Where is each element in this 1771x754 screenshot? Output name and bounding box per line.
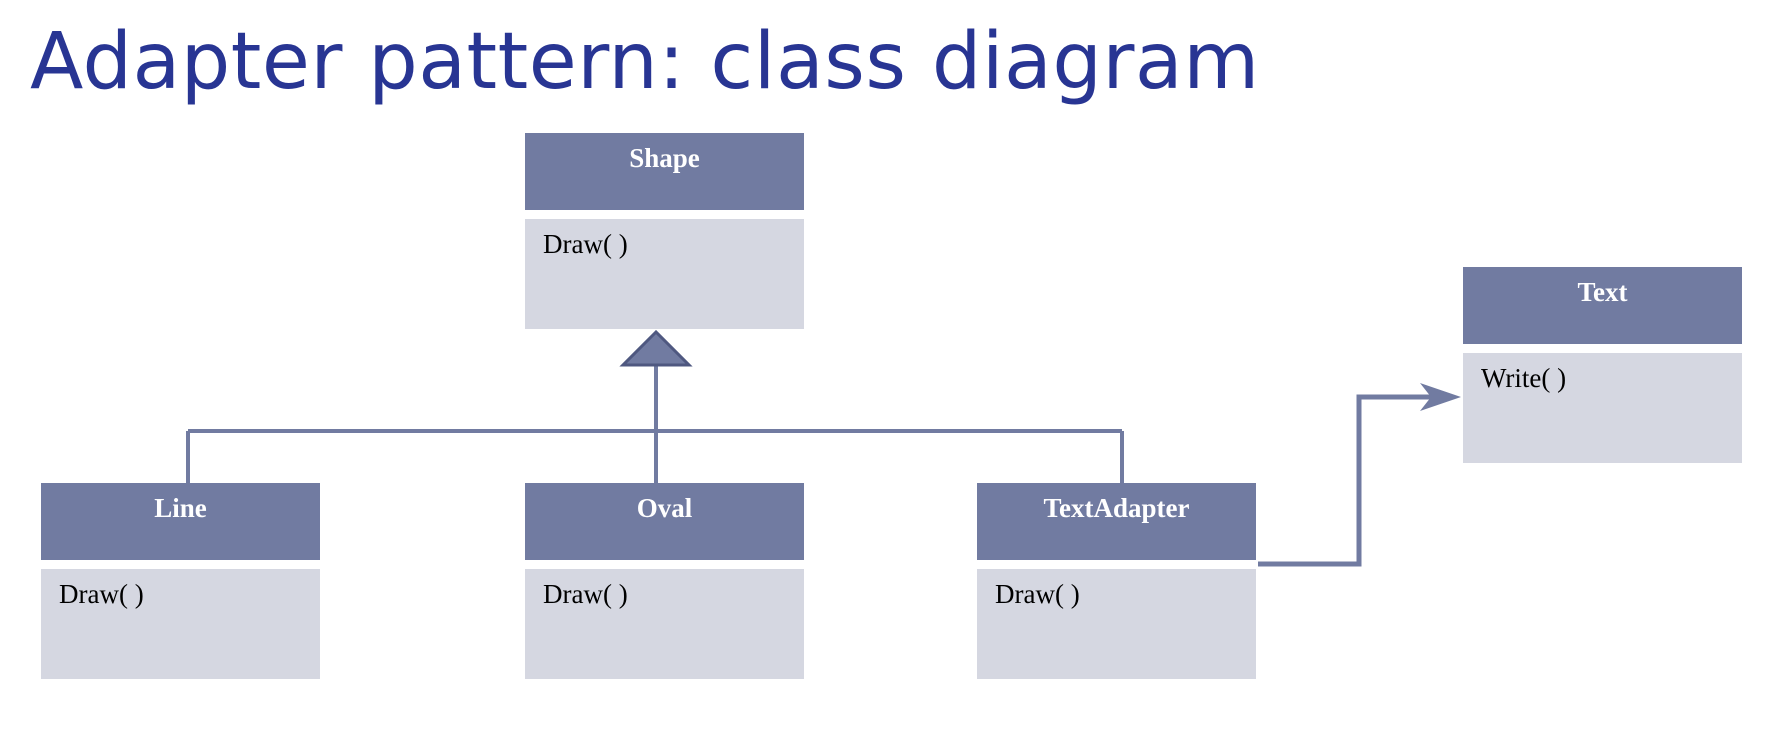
class-line-name: Line <box>41 483 320 560</box>
class-shape[interactable]: Shape Draw( ) <box>525 133 804 329</box>
class-divider <box>41 560 320 569</box>
class-line[interactable]: Line Draw( ) <box>41 483 320 679</box>
class-divider <box>525 210 804 219</box>
class-line-method: Draw( ) <box>41 569 320 679</box>
class-textadapter[interactable]: TextAdapter Draw( ) <box>977 483 1256 679</box>
class-shape-method: Draw( ) <box>525 219 804 329</box>
class-oval[interactable]: Oval Draw( ) <box>525 483 804 679</box>
class-textadapter-method: Draw( ) <box>977 569 1256 679</box>
class-oval-name: Oval <box>525 483 804 560</box>
class-text-method: Write( ) <box>1463 353 1742 463</box>
class-divider <box>1463 344 1742 353</box>
page-title: Adapter pattern: class diagram <box>30 17 1260 107</box>
association-arrowhead <box>1420 383 1461 411</box>
class-text[interactable]: Text Write( ) <box>1463 267 1742 463</box>
class-shape-name: Shape <box>525 133 804 210</box>
class-textadapter-name: TextAdapter <box>977 483 1256 560</box>
inheritance-arrowhead <box>619 329 693 367</box>
class-oval-method: Draw( ) <box>525 569 804 679</box>
association-line <box>1258 394 1440 567</box>
class-divider <box>977 560 1256 569</box>
class-divider <box>525 560 804 569</box>
class-text-name: Text <box>1463 267 1742 344</box>
